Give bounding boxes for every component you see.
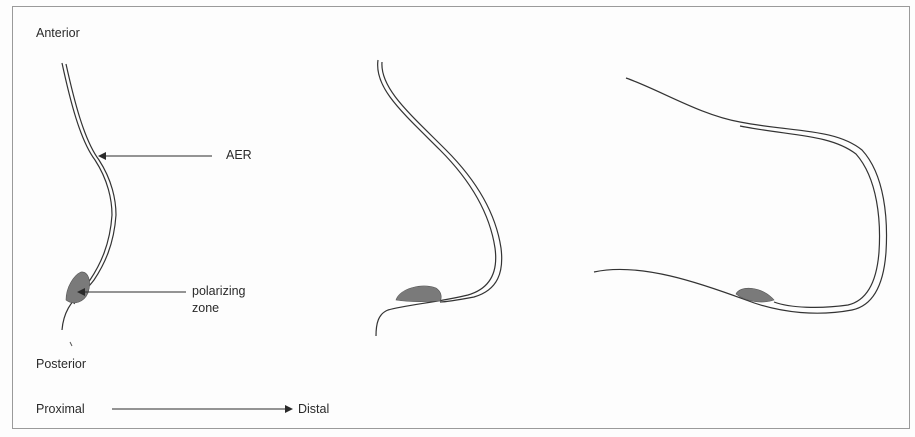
stage-2-polarizing-zone xyxy=(396,286,441,302)
stage-1-aer xyxy=(66,64,116,304)
stage-1-polarizing-zone xyxy=(66,272,90,303)
stage-3-outline xyxy=(594,78,887,313)
label-distal: Distal xyxy=(298,402,329,417)
limb-bud-stage-3 xyxy=(594,78,887,313)
stage-2-aer xyxy=(382,62,502,302)
label-proximal: Proximal xyxy=(36,402,85,417)
limb-bud-stage-1 xyxy=(62,63,116,346)
label-polarizing-zone-line1: polarizing xyxy=(192,284,246,299)
stage-1-tail xyxy=(70,342,72,346)
limb-bud-stage-2 xyxy=(376,60,502,336)
label-polarizing-zone-line2: zone xyxy=(192,301,219,316)
label-posterior: Posterior xyxy=(36,357,86,372)
label-anterior: Anterior xyxy=(36,26,80,41)
stage-3-polarizing-zone xyxy=(736,288,774,302)
stage-3-aer xyxy=(740,126,880,307)
label-aer: AER xyxy=(226,148,252,163)
